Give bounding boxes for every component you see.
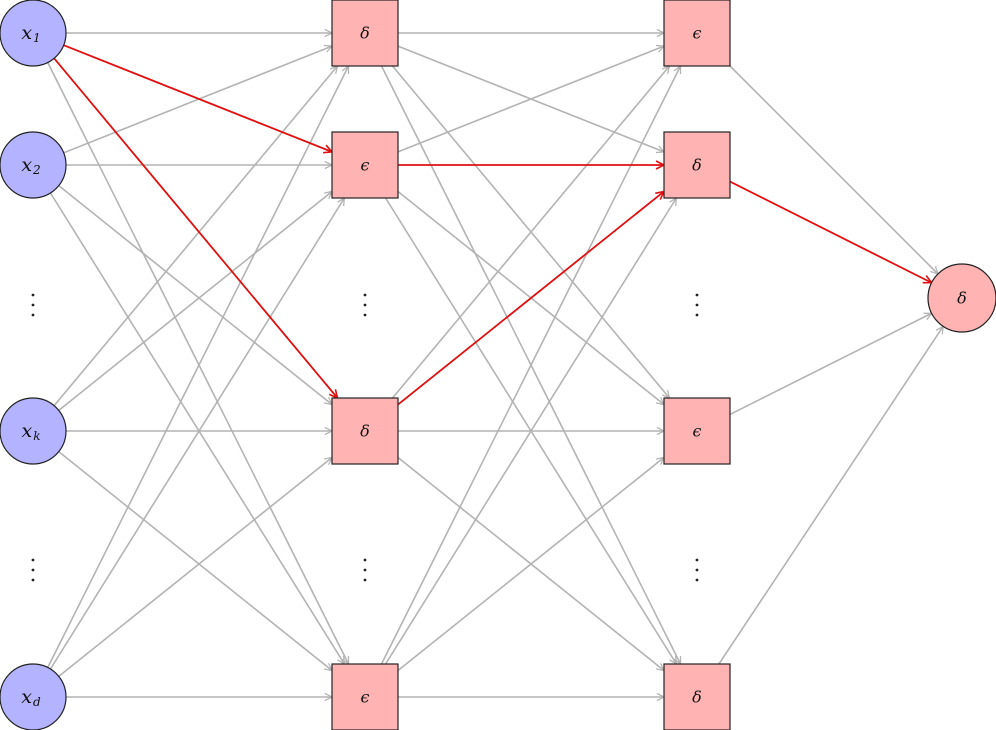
layer2-node-b3 [663, 397, 731, 465]
edge-a4-b3 [397, 457, 664, 672]
layer1-label-a2: ϵ [361, 156, 370, 175]
layer1-label-a3: δ [360, 422, 370, 441]
vertical-ellipsis [695, 293, 699, 317]
output-label: δ [957, 289, 967, 308]
ellipsis-group [31, 293, 699, 582]
input-node-x2 [0, 131, 67, 199]
edge-a4-b2 [384, 198, 677, 665]
edge-xd-a2 [49, 198, 344, 670]
layer1-label-a4: ϵ [361, 688, 370, 707]
edge-a2-b1 [397, 46, 664, 153]
edge-x2-a4 [49, 192, 344, 664]
input-node-xk [0, 397, 67, 465]
layer1-label-a1: δ [360, 24, 370, 43]
input-label-x2: x2 [21, 154, 40, 177]
layer2-node-b1 [663, 0, 731, 67]
edges-gray-group [47, 33, 943, 697]
input-label-x1: x1 [21, 22, 40, 45]
input-label-xd: xd [21, 686, 41, 709]
edge-b3-out [729, 312, 932, 416]
edges-highlight-group [53, 44, 932, 406]
layer2-label-b2: δ [692, 156, 702, 175]
vertical-ellipsis [31, 558, 35, 582]
input-node-xd [0, 663, 67, 730]
layer2-label-b4: δ [692, 688, 702, 707]
edge-xk-a2 [58, 191, 332, 411]
vertical-ellipsis [363, 558, 367, 582]
edge-b4-out [718, 326, 943, 665]
vertical-ellipsis [363, 293, 367, 317]
input-label-xk: xk [22, 420, 41, 443]
layer2-label-b1: ϵ [693, 24, 702, 43]
layer1-node-a3 [331, 397, 399, 465]
layer1-node-a4 [331, 663, 399, 730]
edge-b1-out [729, 65, 938, 274]
vertical-ellipsis [31, 293, 35, 317]
output-node [927, 263, 996, 333]
edge-highlight-x1-a2 [63, 44, 332, 152]
layer1-node-a2 [331, 131, 399, 199]
edge-xk-a4 [58, 451, 332, 671]
edge-a3-b1 [391, 66, 670, 399]
layer2-node-b4 [663, 663, 731, 730]
layer1-node-a1 [331, 0, 399, 67]
edge-xk-a1 [53, 66, 337, 407]
vertical-ellipsis [695, 558, 699, 582]
input-node-x1 [0, 0, 67, 67]
layer2-label-b3: ϵ [693, 422, 702, 441]
edge-xd-a1 [47, 66, 350, 668]
edge-highlight-a3-b2 [397, 191, 664, 406]
edge-xd-a3 [58, 457, 332, 677]
edge-highlight-x1-a3 [53, 57, 337, 398]
edge-x2-a3 [58, 185, 332, 405]
edge-x1-a4 [47, 62, 350, 664]
edge-highlight-b2-out [729, 180, 932, 284]
layer2-node-b2 [663, 131, 731, 199]
